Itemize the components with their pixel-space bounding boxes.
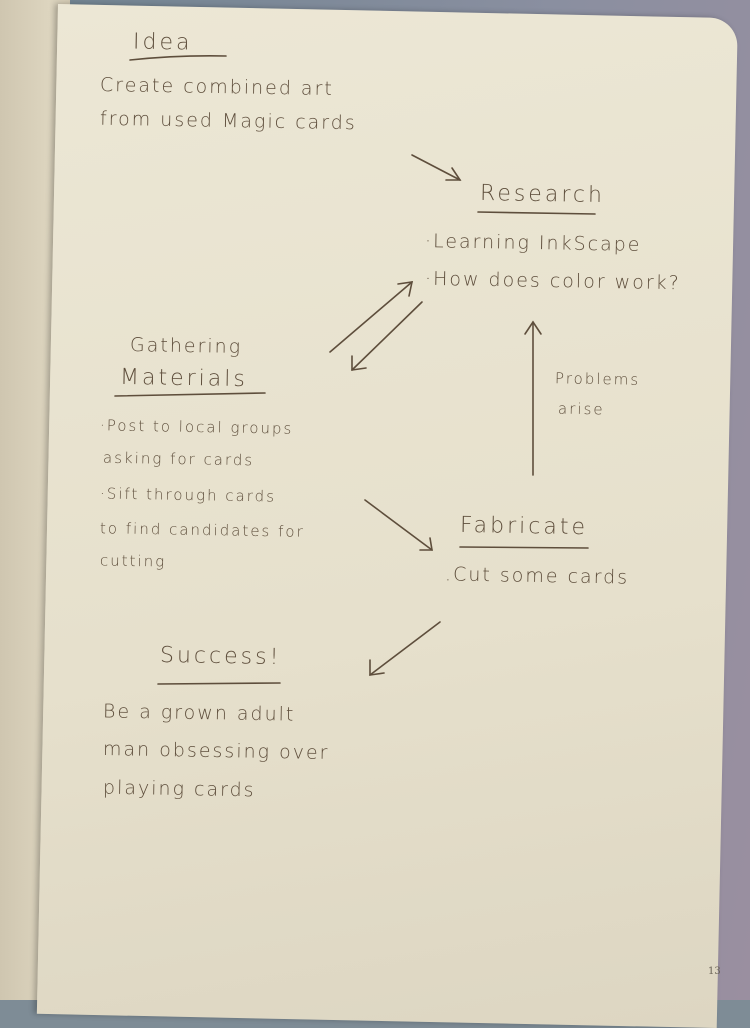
gathering-item: ·Sift through cards — [99, 484, 277, 506]
idea-line: Create combined art — [99, 73, 335, 101]
gathering-item: cutting — [99, 551, 167, 571]
success-line: Be a grown adult — [102, 700, 296, 726]
success-underline — [157, 682, 281, 685]
arrow-idea-to-research — [411, 154, 462, 181]
research-heading: Research — [479, 180, 606, 209]
gathering-heading-line1: Gathering — [129, 334, 243, 358]
problems-label: Problems — [554, 369, 641, 389]
success-line: playing cards — [102, 776, 256, 802]
gathering-item: asking for cards — [102, 448, 255, 470]
research-underline — [477, 211, 596, 215]
arrow-fabricate-to-research — [524, 320, 542, 476]
page-number: 13 — [708, 966, 721, 977]
gathering-item: ·Post to local groups — [99, 416, 294, 438]
fabricate-underline — [459, 546, 589, 549]
fabricate-heading: Fabricate — [459, 512, 589, 541]
idea-heading: Idea — [132, 29, 193, 56]
research-item: ·Learning InkScape — [424, 230, 642, 256]
arrow-research-to-materials — [351, 301, 423, 371]
research-item: ·How does color work? — [424, 267, 681, 295]
idea-underline — [129, 55, 227, 61]
success-line: man obsessing over — [102, 738, 330, 764]
gathering-item: to find candidates for — [99, 519, 305, 541]
arrow-materials-to-fabricate — [364, 499, 433, 551]
success-heading: Success! — [159, 642, 282, 671]
fabricate-item: .Cut some cards — [444, 563, 630, 589]
diagram-lines — [114, 55, 596, 685]
arrow-materials-to-research — [329, 281, 414, 353]
gathering-heading-line2: Materials — [119, 364, 249, 393]
problems-label: arise — [557, 399, 605, 419]
materials-underline — [114, 392, 266, 397]
idea-line: from used Magic cards — [99, 107, 357, 135]
arrow-fabricate-to-success — [369, 621, 441, 676]
